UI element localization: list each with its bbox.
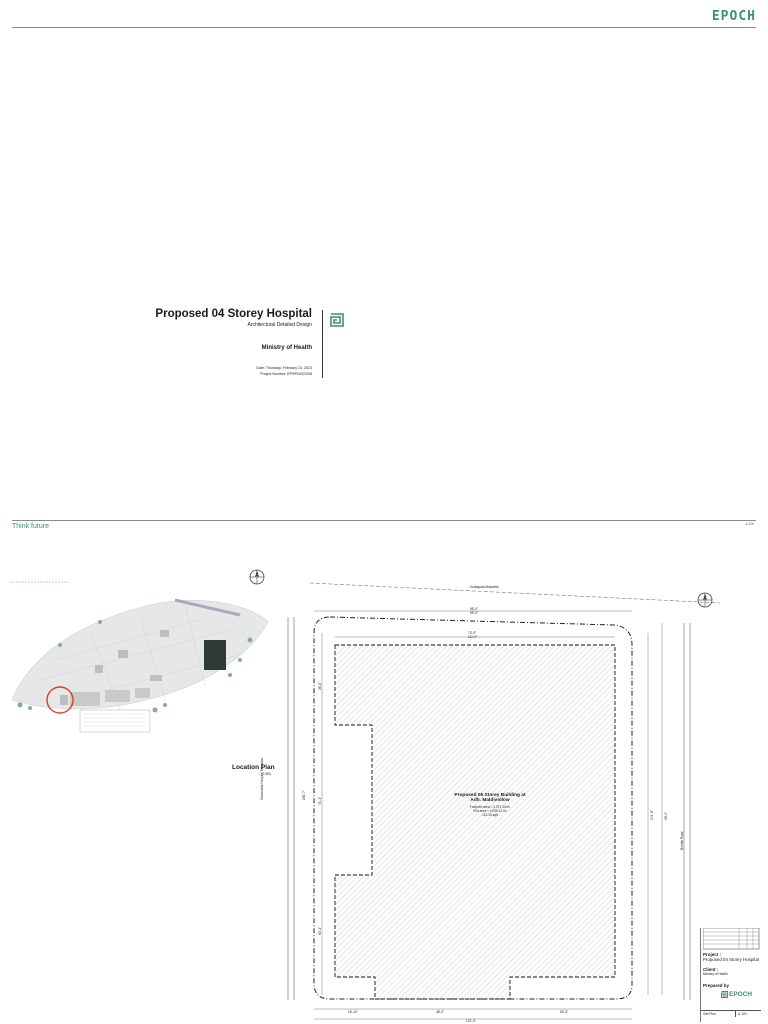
dim-top-inner-sub: 111'-0" [468, 635, 478, 639]
cover-subtitle: Architectural Detailed Design [247, 322, 312, 328]
road-label-top: Kudagoda Mawatha [470, 585, 499, 589]
perches: 122.25 sqft [482, 813, 498, 817]
cover-client: Ministry of Health [261, 345, 312, 351]
dim-top-outer-sub: 99'-0" [470, 611, 479, 615]
dim-bottom-total: 131'-0" [466, 1019, 476, 1023]
tb-prepared-label: Prepared by [703, 983, 730, 988]
tb-brand: EPOCH [721, 991, 761, 998]
dim-bottom-c: 53'-6" [560, 1010, 569, 1014]
sheet-ref-note: A-100 [745, 522, 754, 526]
tb-drawing-no: A-100 [735, 1011, 749, 1017]
footprint-area: Footprint area = 2,297.33 m² [469, 805, 511, 809]
dim-right-b: 98'-4" [664, 811, 668, 820]
building-label: Proposed 05 Storey Building at Adh. Mald… [420, 793, 560, 817]
tb-project-label: Project : [703, 952, 722, 957]
building-label-line2: Adh. Maldivollow [470, 798, 510, 803]
cover-project-number: Project Number: EP/PR/2023/08 [260, 372, 312, 376]
title-block: Project : Proposed 04 Storey Hospital Cl… [700, 928, 761, 1022]
cover-divider [322, 310, 323, 378]
location-plan-title: Location Plan [232, 764, 275, 771]
dim-left-c: 50'-1" [318, 926, 322, 935]
tb-client-name: Ministry of Health [703, 972, 728, 976]
location-plan-map [10, 581, 269, 733]
tb-client-label: Client : [703, 967, 719, 972]
building-label-line1: Proposed 05 Storey Building at [454, 793, 526, 798]
dim-bottom-b: 48'-0" [436, 1010, 445, 1014]
header-rule [12, 27, 756, 28]
north-arrow-site-icon [697, 592, 713, 608]
plot-area: Plot area = 3,090.12 m² [473, 809, 507, 813]
road-label-right: Borella Road [680, 831, 684, 850]
north-arrow-icon [249, 569, 265, 585]
location-plan-scale: 1:500 [263, 772, 271, 776]
dim-top-inner: 73'-9" [468, 631, 477, 635]
cover-date: Date: Thursday, February 23, 2023 [256, 366, 312, 370]
cover-title-block: Proposed 04 Storey Hospital Architectura… [120, 308, 312, 376]
tb-project-name: Proposed 04 Storey Hospital [703, 957, 759, 962]
epoch-mark-small-icon [721, 991, 728, 998]
brand-logo-text: EPOCH [711, 9, 756, 24]
dim-left-total: 182'-7" [302, 790, 306, 800]
footer-tagline: Think future [12, 523, 49, 530]
tb-drawing-row: Site Plan A-100 [701, 1010, 761, 1017]
road-label-left: Kalubowila Hospital Mawatha [260, 758, 264, 800]
site-plan [287, 582, 721, 1020]
revision-table [703, 928, 760, 950]
cover-title: Proposed 04 Storey Hospital [155, 308, 312, 320]
dim-bottom-a: 16'-10" [348, 1010, 358, 1014]
dim-right-a: 174'-8" [650, 810, 654, 820]
dim-left-a: 26'-0" [318, 681, 322, 690]
dim-top-outer: 95'-0" [470, 607, 479, 611]
dim-left-b: 71'-1" [318, 796, 322, 805]
page-divider [12, 520, 756, 521]
tb-brand-text: EPOCH [729, 991, 753, 998]
tb-drawing-title: Site Plan [703, 1012, 716, 1016]
epoch-mark-icon [330, 313, 344, 327]
